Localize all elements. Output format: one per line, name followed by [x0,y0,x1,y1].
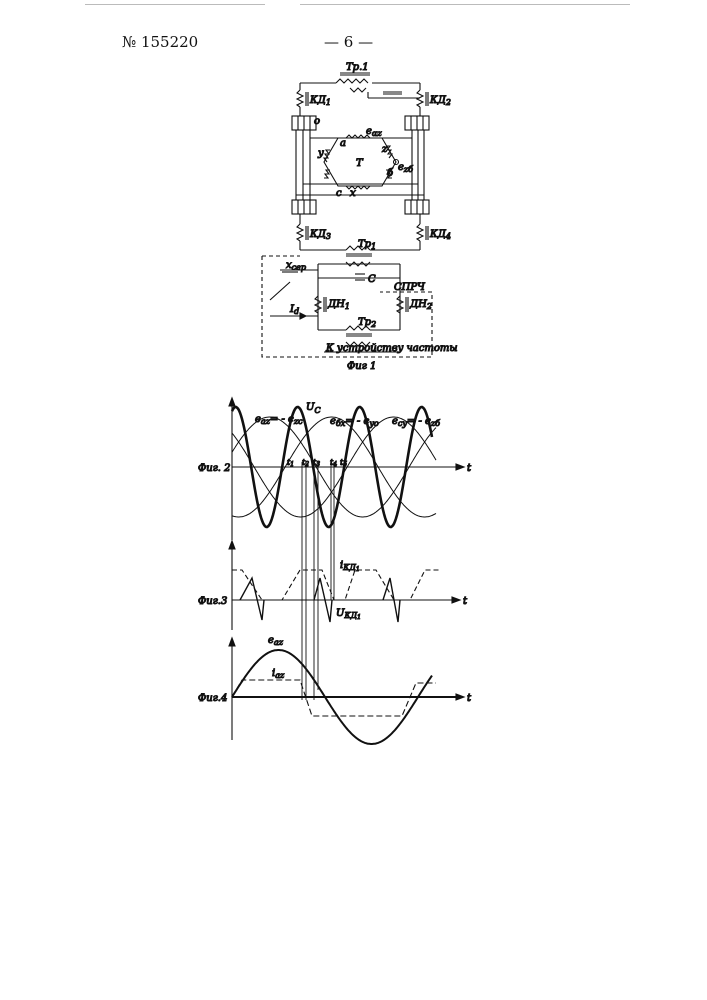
fig4-label: Фиг.4 [198,693,227,704]
arrow-head [456,464,464,470]
dn1-label: ДН1 [327,299,350,311]
kd3-label: КД3 [309,229,331,241]
kd1-label: КД1 [309,95,331,107]
e-top-label: eαz [366,126,382,138]
capacitor-label: C [368,274,376,285]
kd1-resistor [297,90,303,107]
node-c-label: c [336,188,342,199]
fig4-i-az-label: iaz [272,668,285,680]
fig4-waveforms [229,638,464,744]
switch-arrow [270,282,290,300]
e-zb-label: ezб [398,162,413,174]
fig3-axis-label: t [463,596,468,607]
arrow-head [456,694,464,700]
node-a-label: a [340,138,346,149]
kd4-label: КД4 [429,229,451,241]
fig3-u-kd-label: UКД1 [336,608,361,621]
kd4-resistor [417,224,423,241]
arrow-head [229,541,235,549]
transformer-T-label: T [356,158,364,169]
fig2-uc-label: UC [306,402,321,415]
node-y-label: y [317,148,324,159]
freq-device-label: К устройству частоты [325,343,457,354]
fig2-t1: t1 [287,458,294,468]
node-b-label: б [387,168,394,179]
arrow-head [229,398,235,406]
node-z-label: z [381,144,388,155]
spch-label: СПРЧ [394,282,425,293]
id-label: Id [289,304,299,316]
fig2-label: Фиг. 2 [198,463,231,474]
tp2-label: Тр2 [358,317,376,329]
fig3-i-kd-label: iКД1 [340,560,360,573]
fig3-label: Фиг.3 [198,596,227,607]
kd3-resistor [297,224,303,241]
fig1-circuit [262,73,432,357]
tr1-label: Тр.1 [346,62,369,73]
arrow-head [452,597,460,603]
tr1-winding [336,79,368,83]
fig4-e-az-label: eaz [268,635,284,647]
fig2-eq1: eaz= - ezc [255,414,303,426]
fig4-axis-label: t [467,693,472,704]
dn2-label: ДН2 [409,299,432,311]
fig2-axis-label: t [467,463,472,474]
node-x-label: x [350,188,356,199]
node-o-label: o [314,116,320,127]
arrow-head [300,313,306,319]
tp1-label: Тр1 [358,239,376,251]
x-sep-label: xсер [286,260,306,272]
tr1-secondary [350,88,366,92]
fig3-i-kd-current [232,570,440,600]
fig1-caption: Фиг 1 [347,361,376,372]
arrow-head [229,638,235,646]
kd2-label: КД2 [429,95,451,107]
